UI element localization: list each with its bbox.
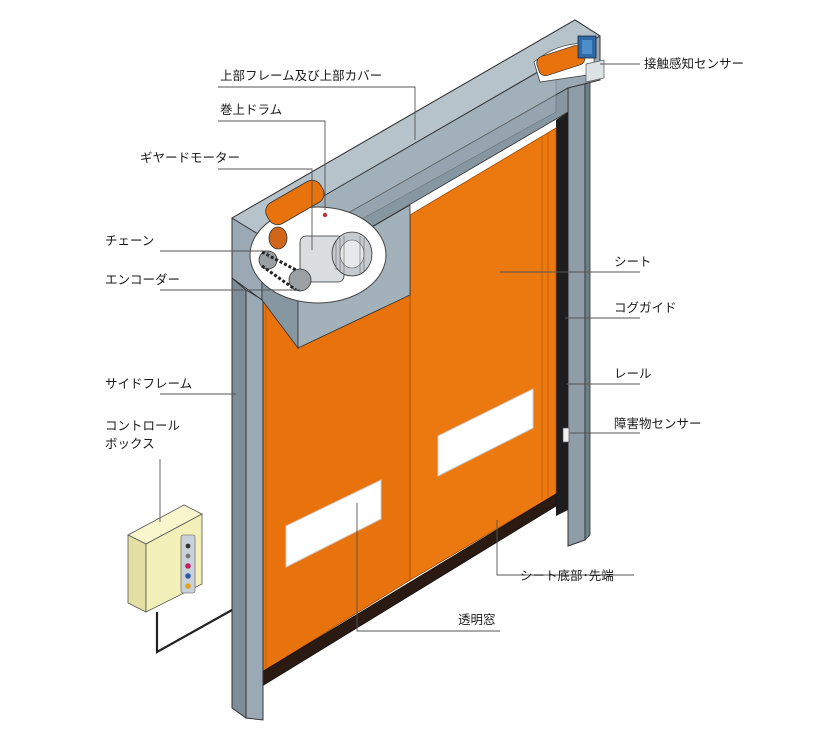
label-control-box-line2: ボックス bbox=[105, 436, 155, 451]
label-contact-sensor: 接触感知センサー bbox=[644, 56, 744, 71]
label-sheet-bottom-tip: シート底部･先端 bbox=[520, 568, 614, 583]
label-winding-drum: 巻上ドラム bbox=[220, 102, 282, 117]
label-side-frame: サイドフレーム bbox=[105, 376, 192, 391]
label-upper-frame-cover: 上部フレーム及び上部カバー bbox=[220, 68, 382, 83]
label-obstacle-sensor: 障害物センサー bbox=[614, 416, 702, 431]
upper-frame-cover bbox=[231, 19, 601, 350]
label-geared-motor: ギヤードモーター bbox=[140, 150, 240, 165]
label-transparent-window: 透明窓 bbox=[458, 612, 496, 627]
label-chain: チェーン bbox=[105, 233, 154, 248]
winding-drum-icon bbox=[265, 179, 325, 226]
labels: 上部フレーム及び上部カバー 巻上ドラム ギヤードモーター チェーン エンコーダー… bbox=[105, 56, 744, 627]
contact-sensor-icon bbox=[533, 35, 605, 83]
label-rail: レール bbox=[614, 366, 652, 381]
drum-housing-cutout bbox=[249, 179, 387, 304]
right-rail bbox=[556, 112, 568, 516]
transparent-window-left bbox=[285, 479, 382, 568]
control-cable bbox=[155, 609, 233, 654]
transparent-window-right bbox=[437, 388, 534, 477]
obstacle-sensor-icon bbox=[562, 427, 570, 443]
control-box bbox=[127, 504, 233, 654]
label-sheet: シート bbox=[614, 254, 652, 269]
label-encoder: エンコーダー bbox=[105, 272, 180, 287]
right-side-frame bbox=[556, 75, 591, 547]
label-control-box-line1: コントロール bbox=[105, 418, 180, 433]
label-cog-guide: コグガイド bbox=[614, 300, 677, 315]
left-side-frame bbox=[231, 276, 264, 721]
leader-lines bbox=[159, 63, 640, 632]
